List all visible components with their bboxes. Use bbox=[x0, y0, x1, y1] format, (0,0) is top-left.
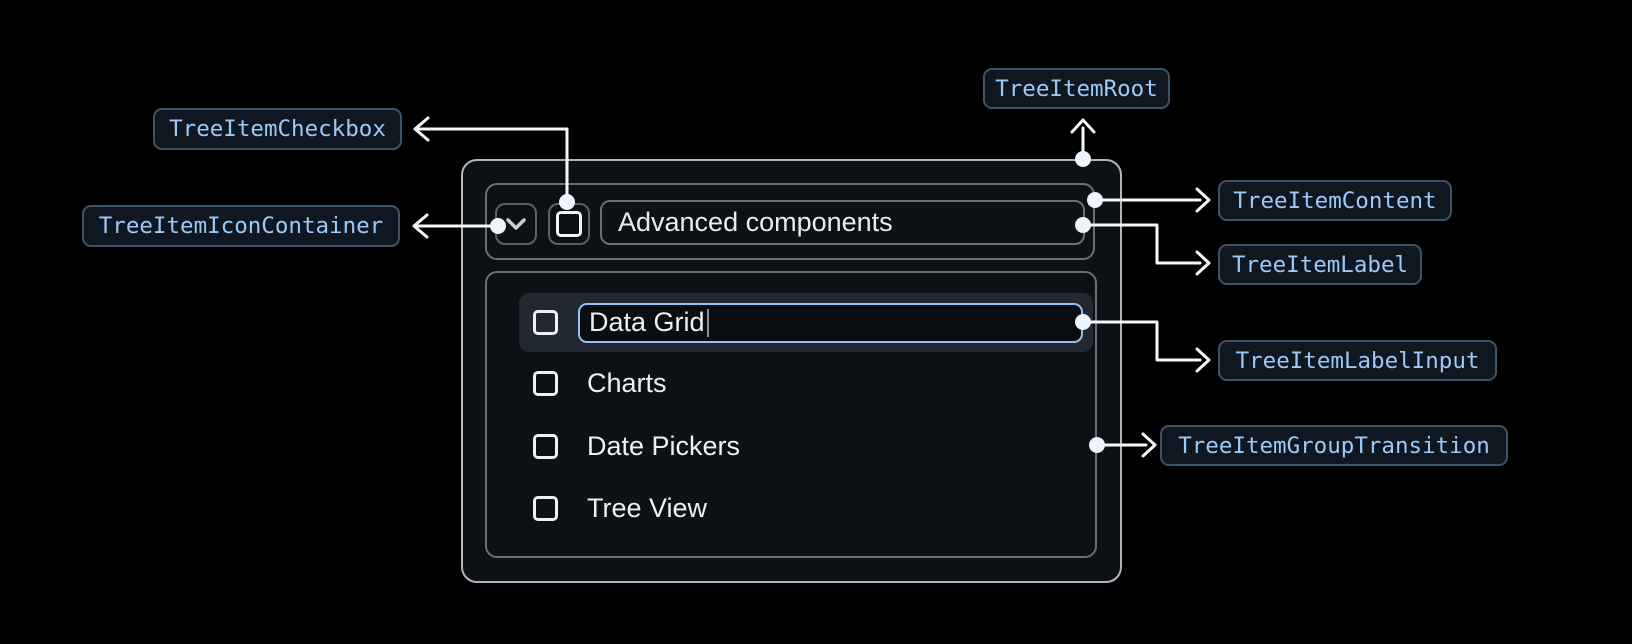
checkbox-unchecked-icon[interactable] bbox=[533, 434, 558, 459]
parent-item-label: Advanced components bbox=[618, 207, 893, 237]
item-label: Tree View bbox=[587, 493, 708, 523]
tree-item-charts[interactable]: Charts bbox=[519, 354, 1093, 413]
chevron-down-icon bbox=[506, 218, 526, 230]
tree-item-root bbox=[461, 159, 1122, 583]
checkbox-unchecked-icon[interactable] bbox=[533, 371, 558, 396]
tree-item-data-grid[interactable]: Data Grid bbox=[519, 293, 1093, 352]
tree-item-tree-view[interactable]: Tree View bbox=[519, 479, 1093, 538]
item-label: Date Pickers bbox=[587, 431, 741, 461]
item-label: Charts bbox=[587, 368, 667, 398]
text-caret bbox=[706, 308, 710, 337]
annotation-tree-item-group-transition: TreeItemGroupTransition bbox=[1160, 425, 1508, 466]
annotation-tree-item-content: TreeItemContent bbox=[1218, 180, 1452, 221]
checkbox-unchecked-icon[interactable] bbox=[533, 496, 558, 521]
tree-item-checkbox[interactable] bbox=[548, 203, 590, 245]
annotation-tree-item-root: TreeItemRoot bbox=[983, 68, 1170, 109]
tree-item-label-input[interactable]: Data Grid bbox=[578, 302, 1083, 343]
annotation-tree-item-checkbox: TreeItemCheckbox bbox=[153, 108, 402, 150]
tree-item-content[interactable] bbox=[485, 183, 1095, 260]
tree-item-date-pickers[interactable]: Date Pickers bbox=[519, 417, 1093, 476]
annotation-tree-item-label: TreeItemLabel bbox=[1218, 244, 1422, 285]
annotation-tree-item-icon-container: TreeItemIconContainer bbox=[82, 205, 400, 247]
checkbox-unchecked-icon[interactable] bbox=[533, 310, 558, 335]
annotation-tree-item-label-input: TreeItemLabelInput bbox=[1218, 340, 1497, 381]
tree-item-icon-container[interactable] bbox=[495, 203, 537, 245]
tree-item-label[interactable]: Advanced components bbox=[600, 200, 1085, 245]
tree-item-group-transition bbox=[485, 271, 1097, 558]
label-input-value: Data Grid bbox=[589, 307, 705, 337]
checkbox-unchecked-icon bbox=[556, 211, 582, 237]
